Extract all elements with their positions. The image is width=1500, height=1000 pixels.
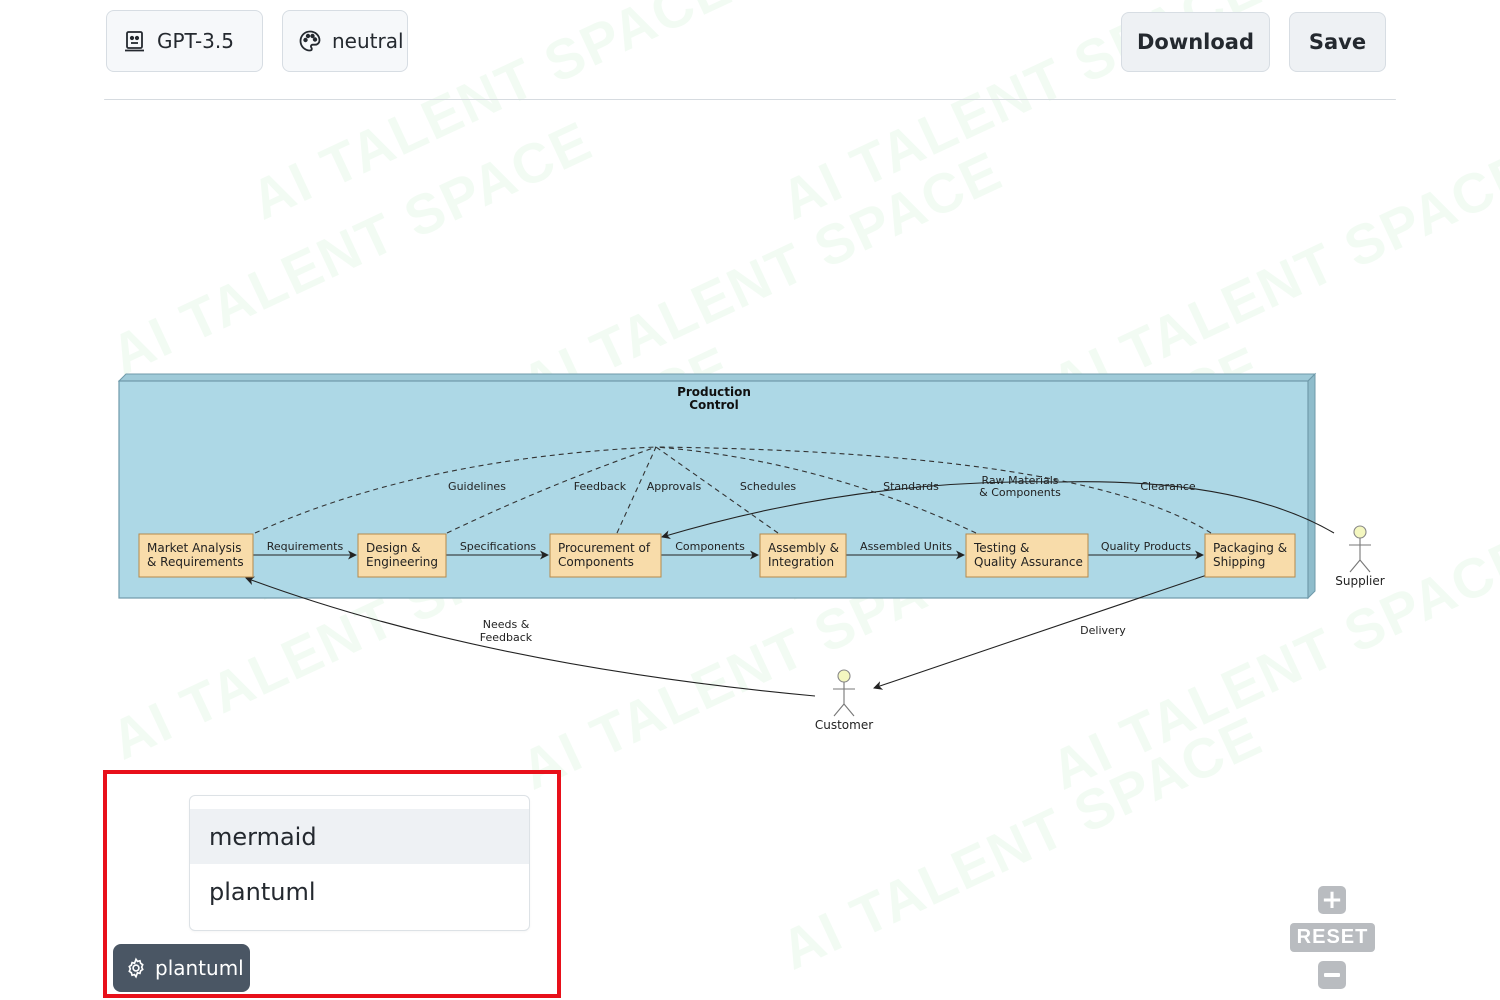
frame-title: Production <box>677 385 751 399</box>
robot-icon <box>123 29 147 53</box>
dropdown-option-plantuml[interactable]: plantuml <box>190 864 529 919</box>
control-label: Standards <box>883 480 939 493</box>
plus-icon: + <box>1321 885 1343 915</box>
svg-text:Quality Assurance: Quality Assurance <box>974 555 1083 569</box>
option-label: mermaid <box>209 822 317 851</box>
option-label: plantuml <box>209 877 316 906</box>
process-node: Assembly & Integration <box>759 533 847 578</box>
svg-text:& Requirements: & Requirements <box>147 555 244 569</box>
syntax-button-label: plantuml <box>155 956 244 980</box>
svg-text:Integration: Integration <box>768 555 834 569</box>
toolbar-divider <box>104 99 1396 100</box>
svg-text:Engineering: Engineering <box>366 555 438 569</box>
control-link-feedback <box>446 446 657 534</box>
zoom-in-button[interactable]: + <box>1318 886 1346 914</box>
svg-text:Assembly &: Assembly & <box>768 541 839 555</box>
theme-selector-button[interactable]: neutral <box>282 10 408 72</box>
zoom-out-button[interactable] <box>1318 961 1346 989</box>
flow-labels: Requirements Specifications Components A… <box>267 540 1192 553</box>
control-label: Approvals <box>647 480 702 493</box>
svg-text:Market Analysis: Market Analysis <box>147 541 242 555</box>
syntax-selector-button[interactable]: plantuml <box>113 944 250 992</box>
control-label: Schedules <box>740 480 797 493</box>
palette-icon <box>298 29 322 53</box>
control-link-clearance <box>655 446 1212 534</box>
flow-label: Quality Products <box>1101 540 1192 553</box>
control-labels: Guidelines Feedback Approvals Schedules … <box>448 474 1196 499</box>
svg-text:Packaging &: Packaging & <box>1213 541 1287 555</box>
theme-label: neutral <box>332 29 404 53</box>
raw-materials-link <box>661 481 1335 540</box>
supplier-label: Supplier <box>1335 574 1385 588</box>
needs-feedback-label: Needs & <box>483 618 530 631</box>
process-node: Market Analysis & Requirements <box>138 533 254 578</box>
customer-label: Customer <box>815 718 873 732</box>
save-button[interactable]: Save <box>1289 12 1386 72</box>
frame-title: Control <box>689 398 739 412</box>
delivery-label: Delivery <box>1080 624 1126 637</box>
raw-materials-label: Raw Materials <box>981 474 1058 487</box>
control-link-approvals <box>616 446 657 534</box>
download-button[interactable]: Download <box>1121 12 1270 72</box>
svg-text:Procurement of: Procurement of <box>558 541 651 555</box>
dropdown-option-mermaid[interactable]: mermaid <box>190 809 529 864</box>
process-node: Design & Engineering <box>357 533 447 578</box>
svg-text:Testing &: Testing & <box>973 541 1029 555</box>
model-label: GPT-3.5 <box>157 29 234 53</box>
supplier-actor <box>1349 525 1371 573</box>
svg-text:Design &: Design & <box>366 541 421 555</box>
control-link-standards <box>655 446 977 534</box>
control-label: Clearance <box>1140 480 1196 493</box>
delivery-link <box>873 574 1208 690</box>
svg-text:Shipping: Shipping <box>1213 555 1265 569</box>
flow-label: Components <box>675 540 745 553</box>
needs-feedback-label: Feedback <box>480 631 533 644</box>
customer-actor <box>833 669 855 717</box>
syntax-dropdown-menu: mermaid plantuml <box>189 795 530 931</box>
flow-label: Specifications <box>460 540 537 553</box>
highlight-box <box>103 770 561 998</box>
production-control-frame: Production Control <box>117 372 1317 600</box>
raw-materials-label: & Components <box>979 486 1061 499</box>
svg-text:Components: Components <box>558 555 634 569</box>
control-links <box>254 446 1212 534</box>
control-link-schedules <box>655 446 779 534</box>
control-label: Guidelines <box>448 480 506 493</box>
minus-icon <box>1324 973 1340 977</box>
control-link-guidelines <box>254 446 657 534</box>
flow-label: Requirements <box>267 540 344 553</box>
process-node: Packaging & Shipping <box>1204 533 1296 578</box>
process-node: Procurement of Components <box>549 533 662 578</box>
process-node: Testing & Quality Assurance <box>965 533 1089 578</box>
model-selector-button[interactable]: GPT-3.5 <box>106 10 263 72</box>
needs-feedback-link <box>245 576 816 697</box>
control-label: Feedback <box>574 480 627 493</box>
reset-zoom-button[interactable]: RESET <box>1290 923 1375 952</box>
flow-label: Assembled Units <box>860 540 952 553</box>
gear-icon <box>125 957 147 979</box>
